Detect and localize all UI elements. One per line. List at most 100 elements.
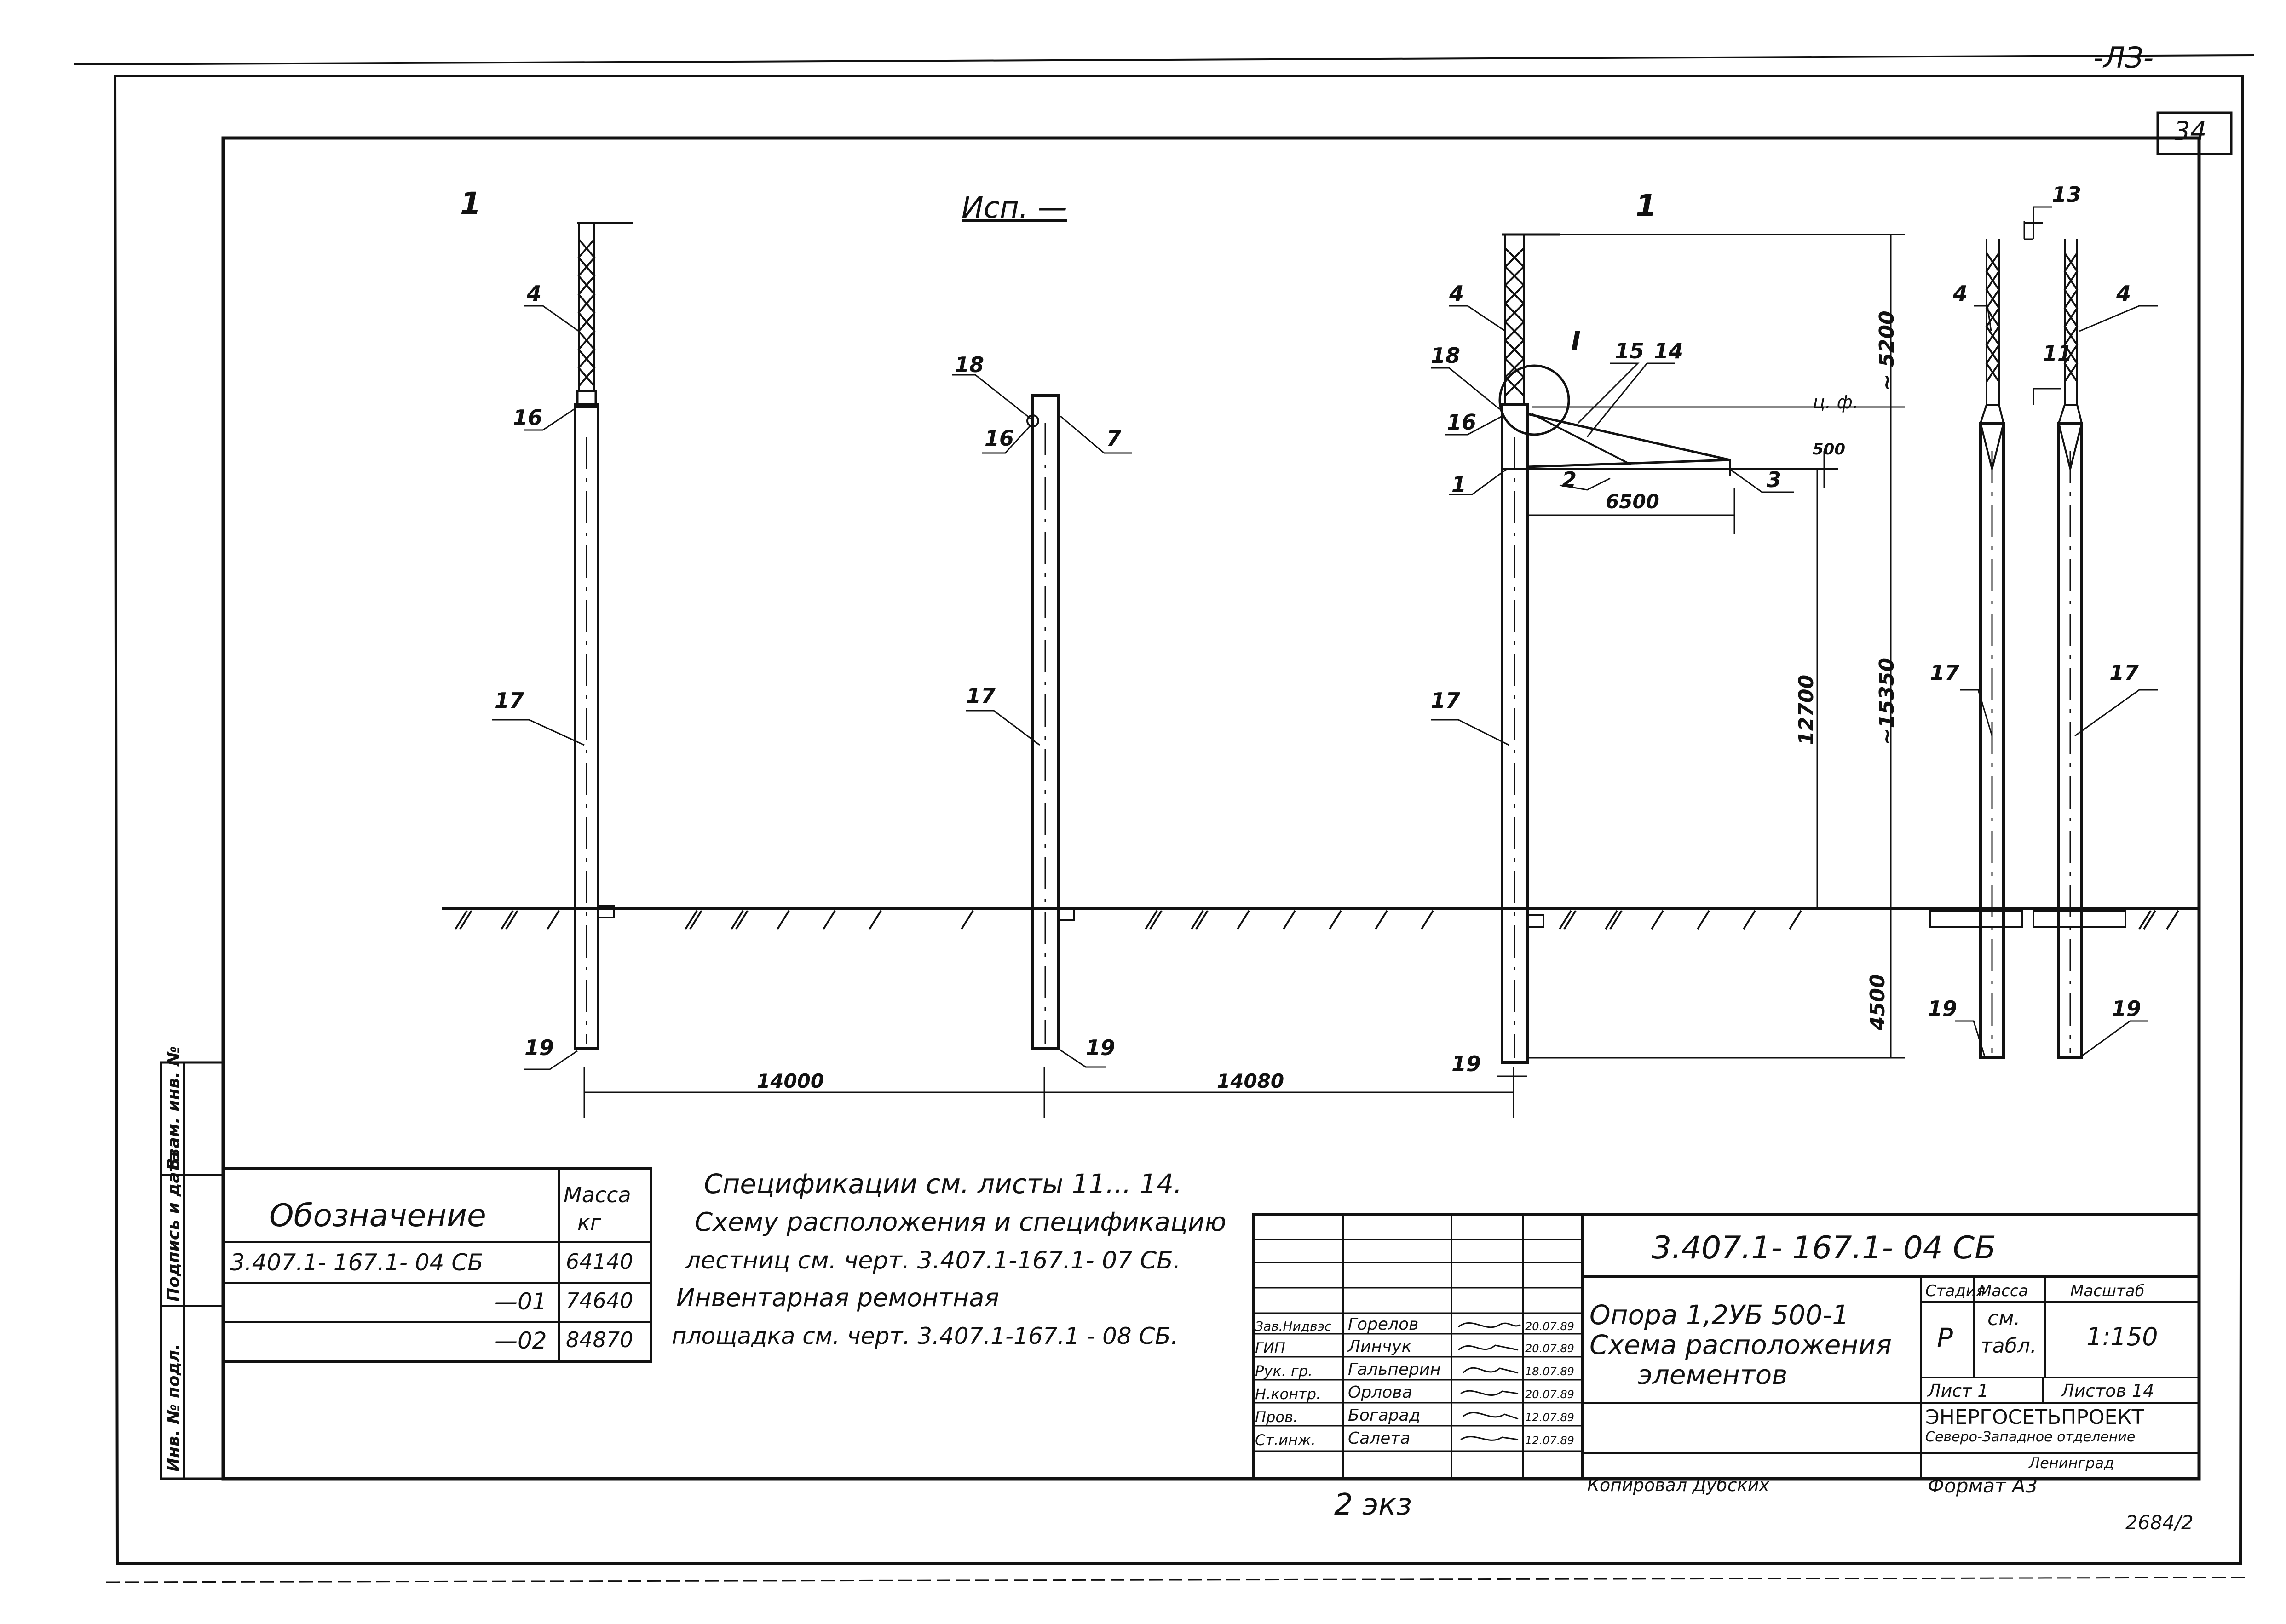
callout-label: 17 (495, 688, 524, 713)
variant-label: Исп. — (962, 191, 1067, 225)
mass-header: Масса (1978, 1282, 2028, 1300)
callout-label: 4 (1449, 281, 1464, 306)
signer-name: Гальперин (1348, 1360, 1441, 1379)
callout-label: 18 (955, 352, 985, 377)
signer-date: 20.07.89 (1525, 1320, 1574, 1333)
pole-3 (1498, 233, 1838, 1064)
callout-label: 13 (2052, 182, 2082, 207)
callout-label: 17 (2109, 660, 2139, 685)
bottom-mark: 2684/2 (2125, 1511, 2194, 1534)
ground-hatching (455, 910, 2179, 930)
dimension-lines (583, 221, 2033, 1118)
signer-role: Рук. гр. (1255, 1362, 1313, 1380)
callout-label: 19 (1451, 1051, 1481, 1076)
mass-table-mass: 64140 (566, 1249, 633, 1274)
callout-label: 16 (513, 405, 543, 430)
mass-table-mass: 74640 (566, 1288, 633, 1313)
pole-2 (1026, 394, 1075, 1050)
mass-table-designation: —02 (495, 1327, 547, 1354)
signer-name: Богарад (1348, 1406, 1421, 1425)
callout-label: 1 (1451, 472, 1467, 497)
callout-label: 15 (1615, 339, 1645, 363)
signer-date: 12.07.89 (1525, 1411, 1574, 1424)
dimension-500: 500 (1813, 440, 1845, 459)
dimension-14080: 14080 (1217, 1070, 1284, 1092)
callout-label: 19 (1928, 996, 1958, 1021)
callout-label: 19 (1086, 1035, 1116, 1060)
callout-label: 7 (1106, 426, 1122, 451)
handwritten-copies: 2 экз (1334, 1488, 1412, 1522)
sheets-label: Листов 14 (2061, 1381, 2154, 1401)
dimension-6500: 6500 (1606, 490, 1659, 513)
note-line: Инвентарная ремонтная (676, 1283, 999, 1312)
section-mark-right: 1 (1635, 188, 1657, 224)
callout-label: 18 (1431, 343, 1461, 368)
scale-value: 1:150 (2086, 1322, 2158, 1351)
note-line: Схему расположения и спецификацию (695, 1207, 1226, 1237)
trim-line-bottom (105, 1577, 2246, 1583)
mass-value: см. (1987, 1307, 2021, 1330)
mass-table-grid (222, 1167, 652, 1363)
sheet-number-box (2156, 111, 2233, 155)
pole-pair-side-view (1929, 222, 2126, 1059)
axis-mark: ц. ф. (1813, 392, 1859, 413)
dimension-4500: 4500 (1866, 974, 1889, 1030)
scale-header: Масштаб (2070, 1282, 2145, 1300)
mass-table-header-mass: Масса (564, 1182, 631, 1207)
signer-date: 20.07.89 (1525, 1342, 1574, 1355)
callout-label: 19 (2112, 996, 2142, 1021)
callout-label: 11 (2043, 341, 2073, 366)
signature-scribbles (1458, 1322, 1521, 1441)
callout-label: I (1571, 327, 1581, 356)
drawing-title-line: Схема расположения (1589, 1329, 1892, 1360)
stage-value: Р (1937, 1322, 1953, 1354)
callout-label: 4 (2116, 281, 2131, 306)
callout-label: 4 (1953, 281, 1968, 306)
signer-name: Салета (1348, 1429, 1411, 1448)
callout-label: 2 (1562, 467, 1577, 492)
callout-label: 17 (1930, 660, 1960, 685)
section-mark-left: 1 (460, 186, 481, 221)
signer-name: Горелов (1348, 1315, 1419, 1334)
signer-name: Линчук (1348, 1337, 1412, 1356)
dimension-15350: ~15350 (1875, 658, 1899, 745)
callout-label: 16 (1447, 410, 1477, 435)
top-mark: -ЛЗ- (2093, 41, 2154, 75)
signer-date: 12.07.89 (1525, 1434, 1574, 1447)
side-stamp-label: Взам. инв. № (164, 1046, 183, 1171)
signer-role: Ст.инж. (1255, 1431, 1316, 1449)
sheet-number: 34 (2174, 116, 2207, 146)
dimension-5200: ~ 5200 (1875, 310, 1899, 391)
sheet-label: Лист 1 (1928, 1381, 1989, 1401)
callout-label: 3 (1767, 467, 1782, 492)
note-line: Спецификации см. листы 11... 14. (704, 1168, 1182, 1199)
callout-label: 17 (1431, 688, 1461, 713)
signer-role: Пров. (1255, 1408, 1298, 1426)
mass-value-2: табл. (1981, 1334, 2037, 1358)
mass-table-designation: 3.407.1- 167.1- 04 СБ (230, 1249, 484, 1276)
mass-table-header-unit: кг (577, 1210, 601, 1235)
drawing-code: 3.407.1- 167.1- 04 СБ (1652, 1230, 1996, 1266)
title-block-grid (1252, 1213, 2200, 1480)
mass-table-mass: 84870 (566, 1327, 633, 1352)
mass-table-header-designation: Обозначение (269, 1198, 486, 1234)
signer-date: 20.07.89 (1525, 1388, 1574, 1401)
signer-role: Н.контр. (1255, 1385, 1321, 1403)
pole-1 (574, 222, 633, 1050)
side-stamp-frame (160, 1061, 225, 1480)
leader-lines (492, 206, 2158, 1077)
note-line: площадка см. черт. 3.407.1-167.1 - 08 СБ… (672, 1323, 1178, 1349)
mass-table-designation: —01 (495, 1288, 547, 1315)
copied-by: Копировал Дубских (1587, 1475, 1769, 1495)
drawing-title-line: элементов (1638, 1359, 1788, 1390)
trim-line-top (73, 54, 2255, 65)
callout-label: 16 (985, 426, 1014, 451)
outer-frame (113, 75, 2245, 1565)
signer-date: 18.07.89 (1525, 1365, 1574, 1378)
organization-branch: Северо-Западное отделение (1925, 1429, 2136, 1445)
organization-city: Ленинград (2029, 1454, 2114, 1472)
drawing-title-line: Опора 1,2УБ 500-1 (1589, 1299, 1849, 1331)
organization: ЭНЕРГОСЕТЬПРОЕКТ (1925, 1406, 2144, 1429)
callout-label: 17 (966, 683, 996, 708)
